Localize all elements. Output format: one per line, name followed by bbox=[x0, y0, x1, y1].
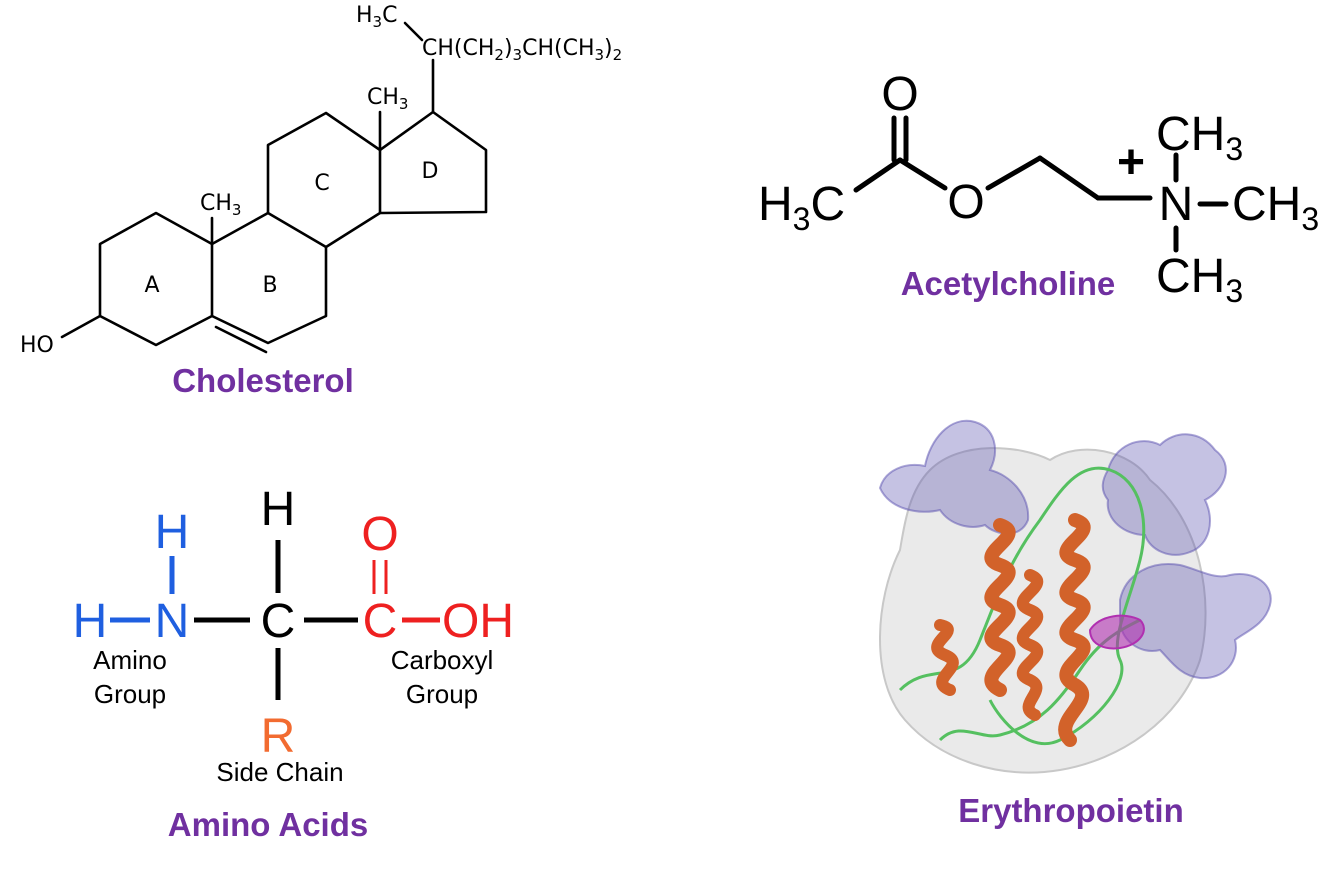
methyl-label-ab: CH3 bbox=[200, 191, 241, 219]
plus-charge: + bbox=[1117, 136, 1145, 189]
glycan-right-bottom bbox=[1119, 563, 1272, 680]
ligand bbox=[1088, 614, 1145, 650]
ring-a-label: A bbox=[144, 273, 159, 298]
ring-d-label: D bbox=[422, 159, 439, 184]
methyl-bottom-label: CH3 bbox=[1156, 250, 1243, 309]
amino-hydrogen-top: H bbox=[155, 506, 190, 559]
side-chain-methyl-bond bbox=[403, 21, 424, 42]
double-bond-b bbox=[214, 325, 268, 354]
erythropoietin-image: Erythropoietin bbox=[878, 419, 1272, 829]
carboxyl-group-label-1: Carboxyl bbox=[391, 645, 494, 675]
methyl-right-label: CH3 bbox=[1232, 178, 1319, 237]
methyl-label-cd: CH3 bbox=[367, 85, 408, 113]
nitrogen-label: N bbox=[1159, 178, 1194, 231]
side-chain-label: Side Chain bbox=[216, 757, 343, 787]
carboxyl-group-label-2: Group bbox=[406, 679, 478, 709]
amino-acid-structure: H H N C H R C O OH Amino Group Carboxyl … bbox=[73, 483, 514, 843]
ring-b-label: B bbox=[262, 273, 277, 298]
ester-oxygen-label: O bbox=[947, 176, 984, 229]
hydroxyl-bond bbox=[60, 314, 102, 339]
helix-2 bbox=[1058, 513, 1091, 747]
hydroxyl-oh: OH bbox=[442, 595, 514, 648]
amino-hydrogen-left: H bbox=[73, 595, 108, 648]
amino-group-label-1: Amino bbox=[93, 645, 167, 675]
acetyl-methyl-label: H3C bbox=[758, 178, 845, 237]
helix-4 bbox=[1016, 569, 1044, 721]
carboxyl-carbon: C bbox=[363, 595, 398, 648]
amino-group-label-2: Group bbox=[94, 679, 166, 709]
side-chain-r: R bbox=[261, 710, 296, 763]
carbonyl-oxygen: O bbox=[361, 508, 398, 561]
cholesterol-caption: Cholesterol bbox=[172, 362, 354, 399]
helix-1 bbox=[984, 518, 1016, 697]
chain-bond-1 bbox=[985, 155, 1043, 191]
ring-d-bonds bbox=[378, 110, 488, 215]
glycan-left bbox=[878, 419, 1030, 535]
alpha-carbon: C bbox=[261, 595, 296, 648]
glycan-right-top bbox=[1101, 433, 1227, 556]
protein-loop bbox=[898, 466, 1146, 746]
ring-b-bonds bbox=[210, 211, 328, 345]
hydroxyl-label: HO bbox=[20, 333, 54, 358]
acetyl-bond-1 bbox=[853, 157, 903, 193]
ring-c-bonds bbox=[266, 111, 382, 249]
ring-c-label: C bbox=[314, 171, 329, 196]
carbonyl-oxygen-label: O bbox=[881, 68, 918, 121]
acetyl-bond-2 bbox=[897, 157, 948, 191]
alpha-hydrogen: H bbox=[261, 483, 296, 536]
erythropoietin-caption: Erythropoietin bbox=[958, 792, 1184, 829]
cholesterol-structure: A B C D HO CH3 CH3 H3C CH(CH2)3CH(CH3)2 … bbox=[20, 3, 622, 399]
acetylcholine-structure: H3C O O + N CH3 CH3 CH3 Acetylcholine bbox=[758, 68, 1319, 309]
helix-3 bbox=[931, 619, 959, 696]
chain-bond-2 bbox=[1037, 155, 1101, 201]
methyl-top-label: CH3 bbox=[1156, 108, 1243, 167]
amino-acids-caption: Amino Acids bbox=[168, 806, 368, 843]
acetylcholine-caption: Acetylcholine bbox=[901, 265, 1116, 302]
amino-nitrogen: N bbox=[155, 595, 190, 648]
side-chain-methyl-label: H3C bbox=[356, 3, 397, 31]
side-chain-label: CH(CH2)3CH(CH3)2 bbox=[422, 36, 622, 64]
